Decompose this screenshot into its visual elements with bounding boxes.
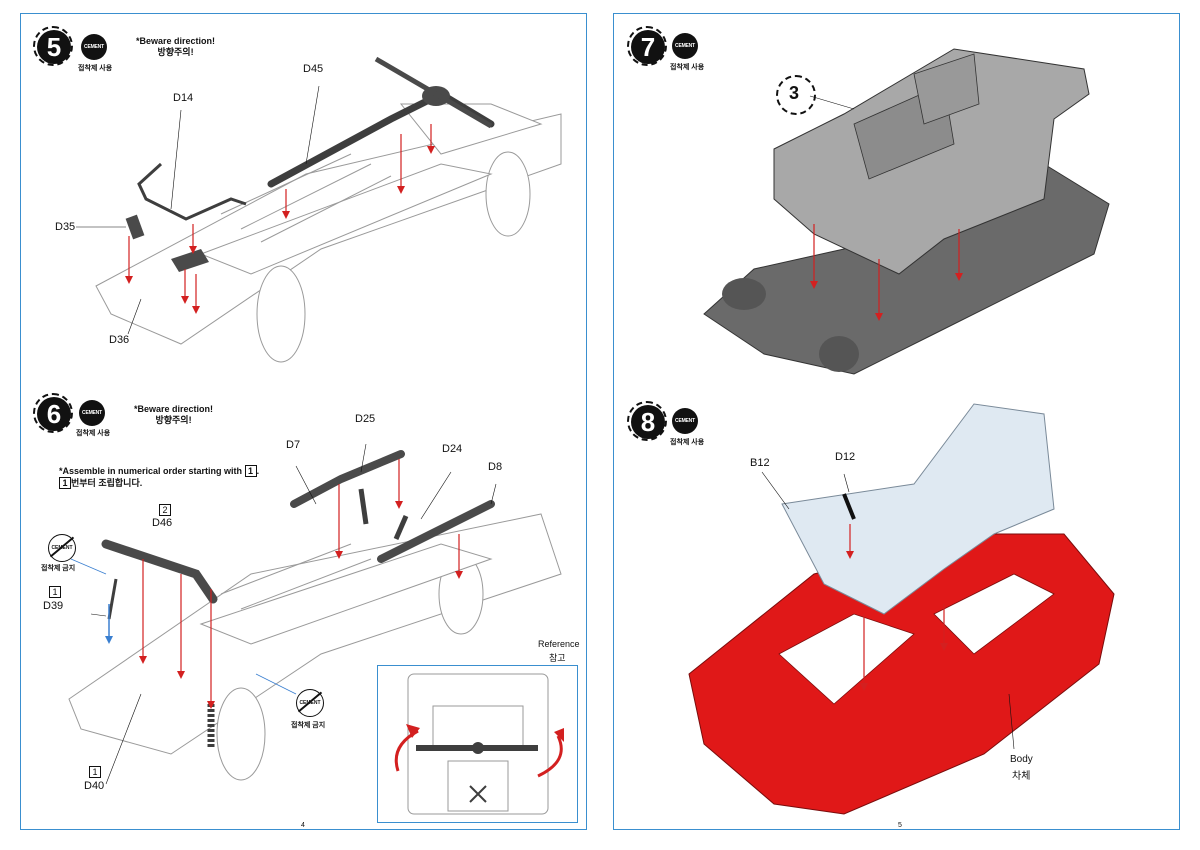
part-d45-axle — [267, 56, 495, 188]
label-d39: D39 — [43, 600, 64, 612]
label-d7: D7 — [286, 439, 301, 451]
label-d24: D24 — [442, 443, 463, 455]
part-d35-bracket — [125, 214, 145, 240]
part-d12-mirror — [842, 493, 856, 520]
assemble-note-kr: 번부터 조립합니다. — [71, 478, 143, 488]
part-d25-shock — [358, 488, 369, 525]
label-d14: D14 — [173, 92, 194, 104]
label-d25: D25 — [355, 413, 376, 425]
label-d35: D35 — [55, 221, 76, 233]
step-5-direction-note: *Beware direction! 방향주의! — [136, 36, 215, 58]
no-cement-icon: CEMENT — [296, 689, 324, 717]
reference-inset — [377, 665, 578, 823]
step-5-illustration — [76, 56, 562, 363]
label-body-en: Body — [1010, 754, 1033, 765]
label-body-kr: 차체 — [1012, 771, 1031, 782]
note-kr: 방향주의! — [157, 47, 194, 57]
note-kr: 방향주의! — [155, 415, 192, 425]
label-d8: D8 — [488, 461, 503, 473]
part-d36-plate — [171, 249, 209, 272]
label-d40: D40 — [84, 780, 105, 792]
order-number-1: 1 — [89, 766, 101, 778]
cement-icon: CEMENT — [81, 34, 107, 60]
no-cement-label: 접착제 금지 — [41, 565, 76, 572]
step-7-illustration — [703, 48, 1110, 375]
step-6-direction-note: *Beware direction! 방향주의! — [134, 404, 213, 426]
manual-page-right: 7 CEMENT 접착제 사용 3 8 CEMENT 접착제 사용 — [613, 13, 1180, 830]
part-b12-glass — [781, 403, 1055, 615]
cement-label: 접착제 사용 — [78, 65, 113, 72]
label-d12: D12 — [835, 451, 856, 463]
order-marker: 1 — [59, 477, 71, 489]
label-d46: D46 — [152, 517, 173, 529]
part-d7-leaf-spring — [290, 450, 405, 508]
cement-icon: CEMENT — [79, 400, 105, 426]
cement-label: 접착제 사용 — [670, 64, 705, 71]
assemble-note-en: *Assemble in numerical order starting wi… — [59, 466, 243, 476]
label-d36: D36 — [109, 334, 130, 346]
order-marker: 1 — [244, 465, 257, 477]
part-d8-leaf-spring — [377, 500, 495, 563]
step-6-number: 6 — [33, 393, 73, 433]
part-d46-lower-arm — [101, 539, 218, 604]
part-d24-shock — [393, 515, 409, 540]
part-d14-swaybar — [137, 162, 247, 221]
reference-illustration — [394, 673, 564, 815]
chassis-part — [703, 163, 1110, 375]
no-cement-label: 접착제 금지 — [291, 722, 326, 729]
page-number: 4 — [301, 822, 305, 829]
page-number: 5 — [898, 822, 902, 829]
reference-label-en: Reference — [538, 639, 580, 649]
no-cement-icon: CEMENT — [48, 534, 76, 562]
assembly-order-note: *Assemble in numerical order starting wi… — [59, 465, 260, 489]
step-8-illustration — [688, 403, 1115, 815]
order-number-2: 2 — [159, 504, 171, 516]
manual-page-left: 5 CEMENT 접착제 사용 *Beware direction! 방향주의! — [20, 13, 587, 830]
step-6-illustration — [68, 443, 562, 785]
reference-label-kr: 참고 — [549, 653, 566, 663]
interior-tub — [773, 48, 1090, 275]
note-en: *Beware direction! — [134, 404, 214, 414]
cement-label: 접착제 사용 — [670, 439, 705, 446]
order-number-1: 1 — [49, 586, 61, 598]
step-8-number: 8 — [627, 401, 667, 441]
subassembly-3-marker: 3 — [776, 75, 816, 115]
label-b12: B12 — [750, 457, 770, 469]
part-d39-tie-rod — [107, 578, 118, 620]
label-d45: D45 — [303, 63, 324, 75]
step-7-number: 7 — [627, 26, 667, 66]
cement-icon: CEMENT — [672, 33, 698, 59]
cement-icon: CEMENT — [672, 408, 698, 434]
step-5-number: 5 — [33, 26, 73, 66]
note-en: *Beware direction! — [136, 36, 216, 46]
cement-label: 접착제 사용 — [76, 430, 111, 437]
